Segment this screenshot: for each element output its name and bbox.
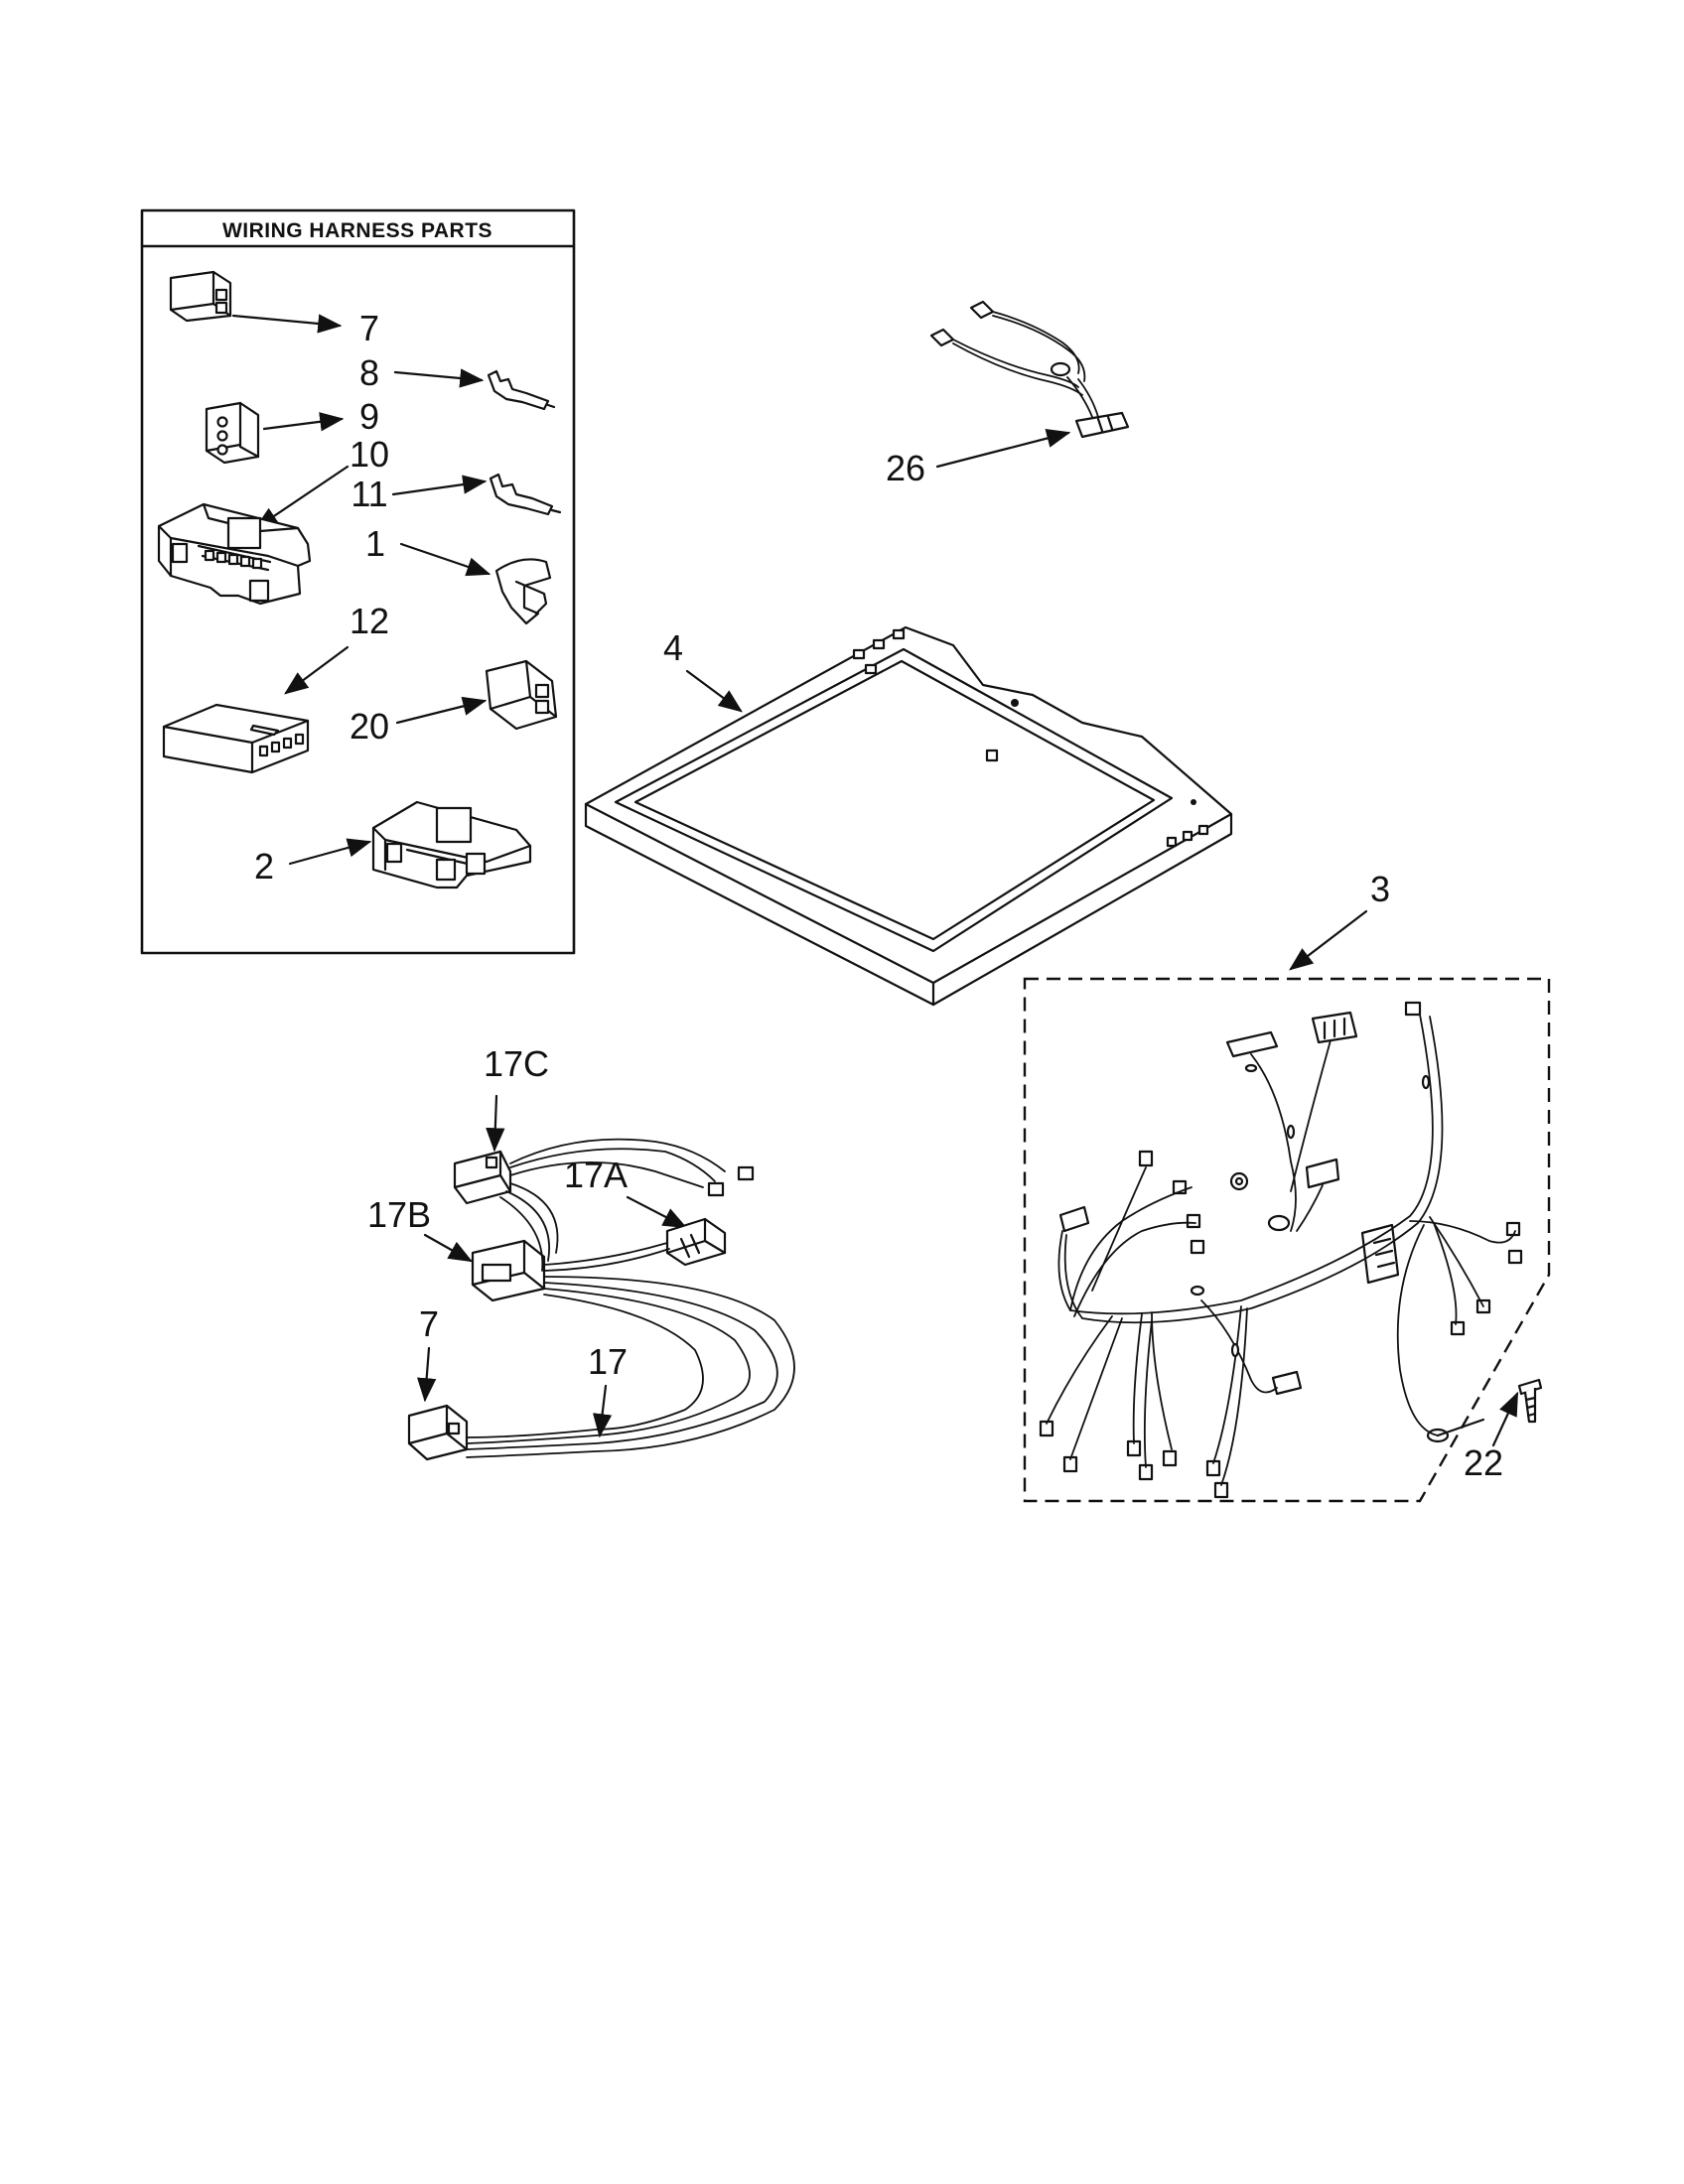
part-26-harness xyxy=(929,300,1130,439)
callout-17: 17 xyxy=(588,1341,628,1382)
callout-10: 10 xyxy=(350,434,389,475)
callout-7-lower: 7 xyxy=(419,1303,439,1344)
callout-12: 12 xyxy=(350,601,389,641)
part-1-clip xyxy=(494,558,552,625)
callout-1: 1 xyxy=(365,523,385,564)
part-17-harness xyxy=(407,1138,795,1461)
callout-17B: 17B xyxy=(367,1194,431,1235)
wiring-harness-parts-box: WIRING HARNESS PARTS 7 8 9 xyxy=(140,208,576,955)
callout-17A: 17A xyxy=(564,1155,628,1195)
part-2-housing xyxy=(371,800,532,889)
part-11-terminal xyxy=(489,473,562,516)
callout-2: 2 xyxy=(254,846,274,887)
callout-3: 3 xyxy=(1370,869,1390,909)
callout-7: 7 xyxy=(359,308,379,348)
callout-9: 9 xyxy=(359,396,379,437)
part-3-main-harness xyxy=(1023,977,1551,1503)
part-9-connector xyxy=(205,401,260,465)
part-4-top-panel xyxy=(584,625,1233,1007)
part-7-connector xyxy=(169,270,232,323)
callout-8: 8 xyxy=(359,352,379,393)
part-20-connector xyxy=(485,659,558,731)
part-8-terminal xyxy=(487,369,556,411)
callout-26: 26 xyxy=(886,448,925,488)
callout-4: 4 xyxy=(663,627,683,668)
callout-11: 11 xyxy=(351,474,387,514)
part-10-housing xyxy=(157,502,312,606)
box-title: WIRING HARNESS PARTS xyxy=(222,219,492,242)
callout-20: 20 xyxy=(350,706,389,747)
callout-17C: 17C xyxy=(484,1043,549,1084)
callout-22: 22 xyxy=(1464,1442,1503,1483)
part-12-connector-block xyxy=(162,703,310,774)
part-22-screw xyxy=(1517,1378,1543,1424)
